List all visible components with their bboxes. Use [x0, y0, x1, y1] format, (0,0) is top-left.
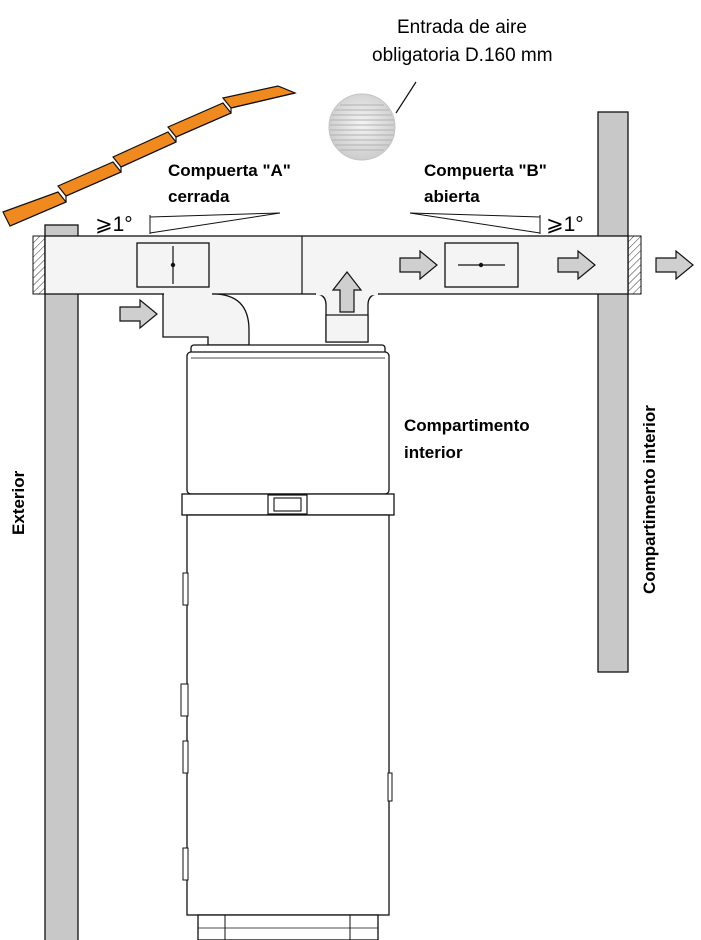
tee-connector — [325, 314, 369, 343]
slope-left-label: ⩾1° — [95, 213, 133, 236]
damper-b-label-line1: Compuerta "B" — [424, 161, 547, 180]
damper-a-label-line2: cerrada — [168, 187, 230, 206]
arrow-up-tee — [331, 271, 363, 313]
damper-a-pivot — [170, 262, 176, 268]
tank-lower-body — [186, 514, 390, 916]
interior-wall — [597, 111, 629, 673]
indoor-label-line1: Compartimento — [404, 416, 530, 435]
exterior-vertical-label: Exterior — [9, 470, 28, 535]
air-inlet-label-line1: Entrada de aire — [397, 17, 527, 38]
roof-tiles — [2, 85, 297, 227]
damper-b-pivot — [478, 262, 484, 268]
intake-elbow — [162, 293, 250, 346]
air-inlet-grille — [328, 93, 396, 161]
exterior-wall — [44, 224, 79, 940]
tank-fitting-3 — [182, 740, 189, 774]
wall-hatch-right — [627, 235, 642, 295]
tank-fitting-2 — [180, 683, 189, 717]
arrow-outside-right — [655, 249, 694, 281]
indoor-vertical-label: Compartimento interior — [640, 405, 659, 594]
tank-fitting-4 — [182, 847, 189, 881]
arrow-into-elbow — [119, 298, 158, 330]
roof-tile-edges — [9, 92, 296, 227]
indoor-label-line2: interior — [404, 443, 463, 462]
damper-a-label-line1: Compuerta "A" — [168, 161, 291, 180]
air-inlet-leader-line — [395, 81, 417, 114]
slope-indicator-left — [149, 212, 281, 234]
heat-pump-tank — [180, 344, 395, 940]
slope-indicator-right — [409, 212, 541, 234]
slope-right-label: ⩾1° — [546, 213, 584, 236]
arrow-in-duct-right — [557, 249, 596, 281]
tank-fitting-5 — [387, 772, 393, 802]
airflow-arrows — [119, 249, 694, 330]
damper-b-label-line2: abierta — [424, 187, 480, 206]
tank-base — [197, 914, 379, 940]
air-inlet-label-line2: obligatoria D.160 mm — [372, 45, 553, 66]
tank-fitting-1 — [182, 572, 189, 606]
control-panel-screen — [273, 497, 302, 512]
tank-upper-body — [186, 351, 390, 495]
arrow-to-damper-b — [399, 249, 438, 281]
wall-hatch-left — [32, 235, 46, 295]
